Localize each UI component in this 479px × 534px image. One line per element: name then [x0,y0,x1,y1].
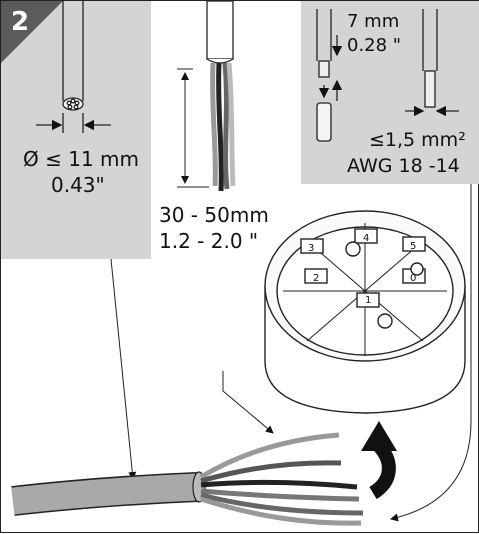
terminal-number: 2 [313,273,319,284]
terminal-number: 4 [363,233,369,244]
terminal-number: 0 [410,273,416,284]
stripped-cable-icon [177,1,236,192]
wire-strip-mm: 7 mm [347,11,400,32]
wire-awg-range: AWG 18 -14 [347,155,460,177]
wire-cross-section: ≤1,5 mm² [369,129,466,151]
cable-with-wires-icon [11,432,364,526]
strip-length-inch: 1.2 - 2.0 " [159,229,259,253]
step-badge [1,1,63,63]
terminal-number: 5 [410,241,416,252]
wire-strip-detail-icon [316,9,459,142]
insertion-arrow-icon [361,421,397,499]
cable-cross-section-icon [36,1,111,133]
strip-length-mm: 30 - 50mm [159,203,269,227]
cable-diameter-inch: 0.43" [51,173,105,197]
wire-strip-inch: 0.28 " [347,35,402,56]
cable-diameter-label: Ø ≤ 11 mm [23,147,139,171]
step-number: 2 [11,7,30,37]
terminal-number: 3 [308,243,314,254]
terminal-number: 1 [365,295,371,306]
terminal-block-icon [264,210,466,414]
guide-lines [110,184,472,522]
